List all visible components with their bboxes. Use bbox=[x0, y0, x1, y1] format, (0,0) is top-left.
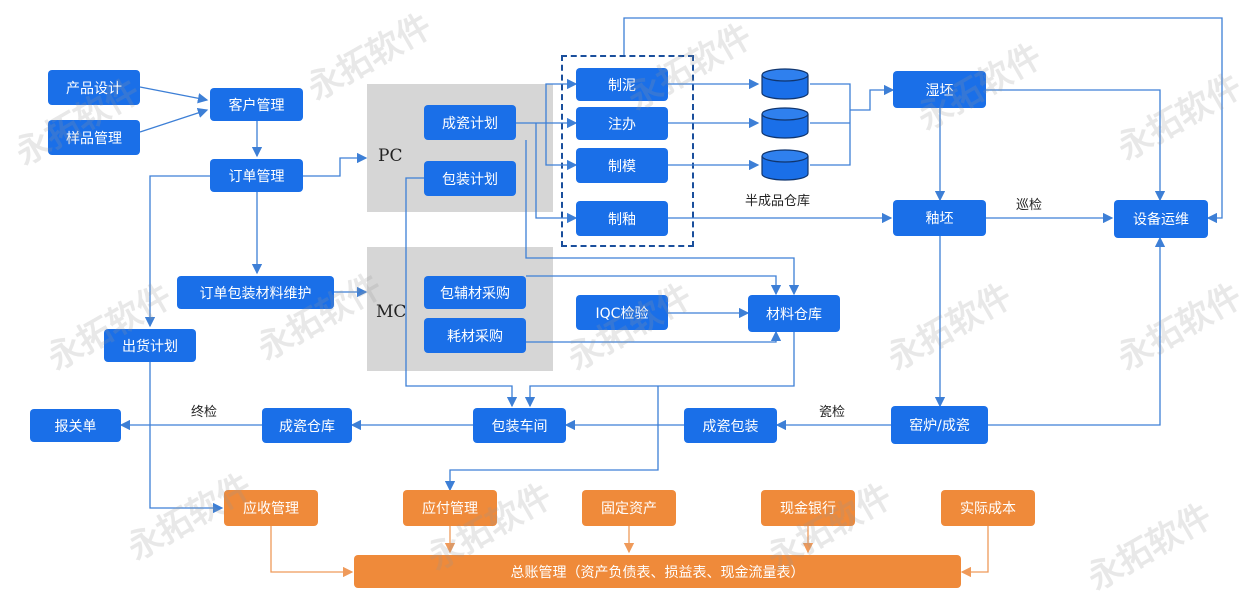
clay-making-node[interactable]: 制泥 bbox=[576, 68, 668, 101]
production-group-border bbox=[561, 55, 694, 247]
wet-blank-node[interactable]: 湿坯 bbox=[893, 71, 986, 108]
packaging-plan-node[interactable]: 包装计划 bbox=[424, 161, 516, 196]
glazed-blank-node[interactable]: 釉坯 bbox=[893, 200, 986, 236]
consumable-purchase-node[interactable]: 耗材采购 bbox=[424, 318, 526, 353]
aux-material-purchase-node[interactable]: 包辅材采购 bbox=[424, 276, 526, 309]
receivable-management-node[interactable]: 应收管理 bbox=[224, 490, 318, 526]
glaze-making-node[interactable]: 制釉 bbox=[576, 201, 668, 236]
product-design-node[interactable]: 产品设计 bbox=[48, 70, 140, 105]
casting-node[interactable]: 注办 bbox=[576, 107, 668, 140]
semi-finished-warehouse-label: 半成品仓库 bbox=[745, 194, 811, 209]
porcelain-warehouse-node[interactable]: 成瓷仓库 bbox=[262, 408, 352, 443]
mc-zone-label: MC bbox=[376, 302, 407, 322]
equipment-maintenance-node[interactable]: 设备运维 bbox=[1114, 200, 1208, 238]
fixed-assets-node[interactable]: 固定资产 bbox=[582, 490, 676, 526]
order-management-node[interactable]: 订单管理 bbox=[210, 159, 303, 192]
porcelain-packing-node[interactable]: 成瓷包装 bbox=[684, 408, 777, 443]
actual-cost-node[interactable]: 实际成本 bbox=[941, 490, 1035, 526]
general-ledger-node[interactable]: 总账管理（资产负债表、损益表、现金流量表） bbox=[354, 555, 961, 588]
patrol-inspection-label: 巡检 bbox=[1016, 198, 1043, 213]
final-inspection-label: 终检 bbox=[191, 405, 218, 420]
customer-management-node[interactable]: 客户管理 bbox=[210, 88, 303, 121]
sample-management-node[interactable]: 样品管理 bbox=[48, 120, 140, 155]
database-icon bbox=[761, 107, 809, 139]
customs-declaration-node[interactable]: 报关单 bbox=[30, 409, 121, 442]
shipping-plan-node[interactable]: 出货计划 bbox=[104, 329, 196, 362]
material-warehouse-node[interactable]: 材料仓库 bbox=[748, 295, 840, 332]
porcelain-inspection-label: 瓷检 bbox=[819, 405, 846, 420]
database-icon bbox=[761, 149, 809, 181]
payable-management-node[interactable]: 应付管理 bbox=[403, 490, 497, 526]
pc-zone-label: PC bbox=[378, 146, 403, 166]
packing-workshop-node[interactable]: 包装车间 bbox=[473, 408, 566, 443]
cash-bank-node[interactable]: 现金银行 bbox=[761, 490, 855, 526]
iqc-inspection-node[interactable]: IQC检验 bbox=[576, 295, 668, 330]
kiln-firing-node[interactable]: 窑炉/成瓷 bbox=[891, 406, 988, 444]
mold-making-node[interactable]: 制模 bbox=[576, 148, 668, 183]
porcelain-plan-node[interactable]: 成瓷计划 bbox=[424, 105, 516, 140]
database-icon bbox=[761, 68, 809, 100]
order-packaging-material-node[interactable]: 订单包装材料维护 bbox=[177, 276, 334, 309]
